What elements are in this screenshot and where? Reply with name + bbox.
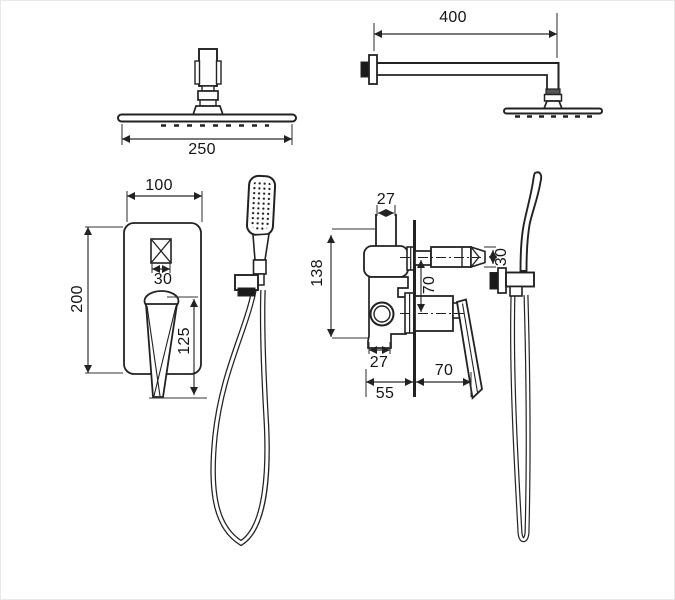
mixer-valve-side-view bbox=[363, 214, 486, 400]
mixer-panel-front-view bbox=[123, 222, 202, 398]
hand-shower-side-view bbox=[489, 171, 543, 543]
lever-handle-side bbox=[455, 298, 483, 400]
diverter-knob-front bbox=[150, 238, 172, 264]
dim-rain-head-width: 250 bbox=[188, 141, 216, 158]
hand-shower-with-hose bbox=[210, 174, 277, 547]
dim-valve-body-width: 55 bbox=[375, 385, 395, 402]
dim-valve-body-height: 138 bbox=[309, 259, 326, 287]
wall-bracket-side bbox=[505, 271, 535, 288]
dim-top-pipe-width: 27 bbox=[376, 191, 396, 208]
shower-arm-side-view bbox=[360, 54, 603, 118]
hand-shower-profile bbox=[519, 171, 543, 272]
shower-hose-loop bbox=[210, 289, 270, 547]
dim-lever-length: 125 bbox=[176, 327, 193, 355]
dim-panel-height: 200 bbox=[69, 285, 86, 313]
dim-port-spacing: 70 bbox=[421, 275, 438, 295]
spray-face-dots bbox=[250, 179, 272, 231]
lever-handle-front bbox=[145, 303, 179, 398]
dim-bottom-pipe-width: 27 bbox=[369, 354, 389, 371]
dim-diverter-knob-width: 30 bbox=[153, 271, 173, 288]
dim-lever-projection: 70 bbox=[434, 362, 454, 379]
dimension-lines bbox=[84, 13, 558, 399]
dim-panel-width: 100 bbox=[145, 177, 173, 194]
rain-shower-head-front-view bbox=[117, 48, 297, 127]
dim-diverter-knob-height: 30 bbox=[493, 247, 510, 267]
dim-arm-length: 400 bbox=[439, 9, 467, 26]
